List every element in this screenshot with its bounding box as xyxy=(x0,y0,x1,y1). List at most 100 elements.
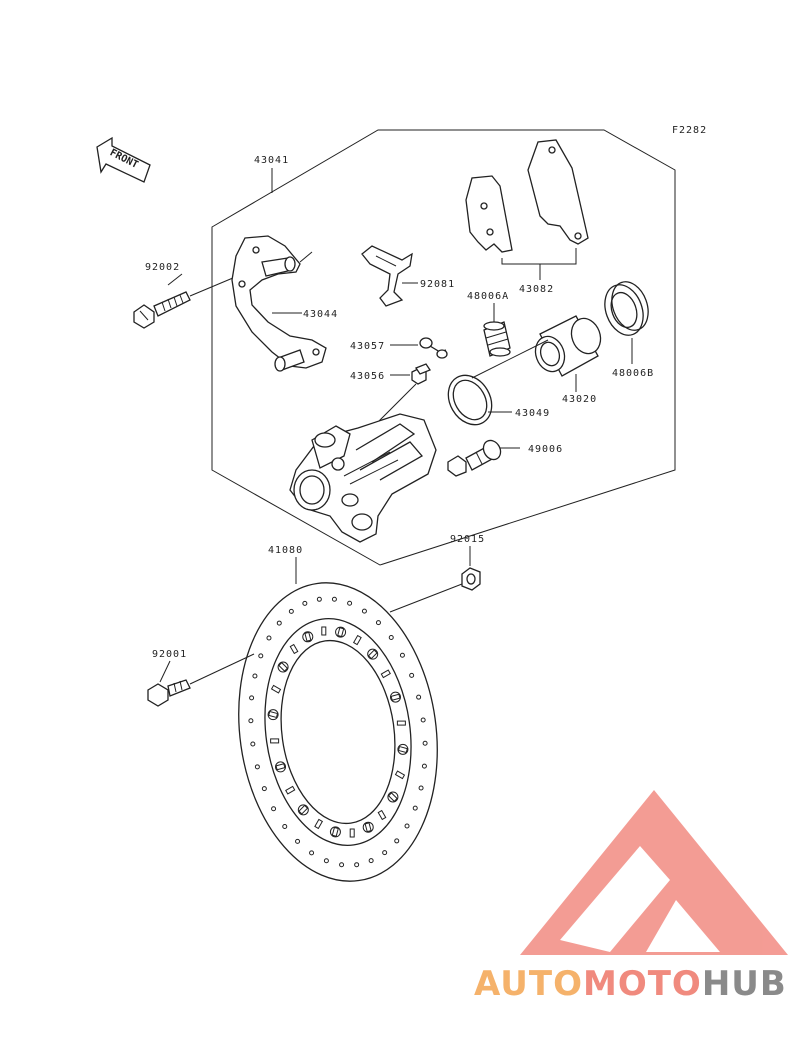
disc-slot xyxy=(387,792,398,803)
disc-hole xyxy=(422,740,428,746)
disc-hole xyxy=(258,653,264,659)
label-43041: 43041 xyxy=(254,155,289,166)
bolt-92002 xyxy=(133,274,241,329)
disc-hole xyxy=(266,635,272,641)
piston-seal-48006B xyxy=(604,281,649,336)
label-43044: 43044 xyxy=(303,309,338,320)
disc-slot xyxy=(270,738,280,744)
disc-slot xyxy=(304,631,312,642)
disc-hole xyxy=(249,695,255,701)
brake-pads-43082 xyxy=(465,139,589,253)
label-92002: 92002 xyxy=(145,262,180,273)
disc-hole xyxy=(323,858,329,864)
disc-hole xyxy=(261,786,267,792)
disc-hole xyxy=(394,838,400,844)
disc-hole xyxy=(250,741,256,747)
label-92001: 92001 xyxy=(152,649,187,660)
disc-slot xyxy=(321,626,327,636)
label-92081: 92081 xyxy=(420,279,455,290)
disc-slot xyxy=(364,822,372,833)
slide-pin-49006 xyxy=(447,439,502,477)
disc-hole xyxy=(276,620,282,626)
disc-hole xyxy=(354,862,360,868)
disc-slot xyxy=(394,770,406,780)
disc-slot xyxy=(298,804,309,815)
disc-hole xyxy=(409,672,415,678)
disc-hole xyxy=(418,785,424,791)
disc-slot xyxy=(314,818,324,830)
bracket-43044 xyxy=(231,235,327,372)
disc-hole xyxy=(252,673,258,679)
disc-slot xyxy=(377,809,387,821)
disc-holes xyxy=(248,596,428,868)
disc-hole xyxy=(404,823,410,829)
spring-clip-92081 xyxy=(361,245,413,307)
seal-43049 xyxy=(447,374,493,426)
disc-slot xyxy=(275,763,286,771)
disc-slot xyxy=(397,745,408,754)
label-43082: 43082 xyxy=(519,284,554,295)
disc-hole xyxy=(420,717,426,723)
disc-hole xyxy=(421,763,427,769)
disc-hole xyxy=(288,608,294,614)
disc-slot xyxy=(390,693,401,701)
disc-slot xyxy=(380,669,391,679)
disc-slot xyxy=(337,627,345,638)
disc-hole xyxy=(399,652,405,658)
disc-hole xyxy=(375,620,381,626)
label-49006: 49006 xyxy=(528,444,563,455)
disc-hole xyxy=(368,858,374,864)
piston-43020 xyxy=(534,315,602,377)
automotohub-logo-icon xyxy=(520,790,788,955)
disc-hole xyxy=(309,850,315,856)
disc-slot xyxy=(352,634,362,646)
disc-hole xyxy=(302,600,308,606)
disc-hole xyxy=(248,718,254,724)
disc-hole xyxy=(382,850,388,856)
bleeder-cap-43057 xyxy=(419,337,448,359)
label-43049: 43049 xyxy=(515,408,550,419)
bolt-92001 xyxy=(147,679,191,707)
disc-hole xyxy=(361,608,367,614)
disc-slot xyxy=(349,828,355,838)
disc-hole xyxy=(416,694,422,700)
disc-slot xyxy=(278,661,289,672)
figure-code: F2282 xyxy=(672,125,707,136)
disc-hole xyxy=(412,805,418,811)
brake-disc-41080 xyxy=(238,582,438,882)
watermark-moto: MOTO xyxy=(583,964,702,1004)
disc-hole xyxy=(282,823,288,829)
nut-92015 xyxy=(461,567,481,591)
disc-hole xyxy=(316,596,322,602)
caliper-body xyxy=(289,413,437,543)
disc-slot xyxy=(367,649,378,660)
label-92015: 92015 xyxy=(450,534,485,545)
label-41080: 41080 xyxy=(268,545,303,556)
label-48006A: 48006A xyxy=(467,291,509,302)
watermark-hub: HUB xyxy=(702,964,787,1004)
label-43056: 43056 xyxy=(350,371,385,382)
disc-hole xyxy=(271,806,277,812)
bleeder-valve-43056 xyxy=(411,363,431,385)
disc-hole xyxy=(388,635,394,641)
disc-hole xyxy=(254,764,260,770)
disc-hole xyxy=(347,600,353,606)
front-arrow-icon: FRONT xyxy=(96,136,151,183)
watermark-auto: AUTO xyxy=(474,964,583,1004)
watermark-text: AUTOMOTOHUB xyxy=(474,964,787,1004)
label-43020: 43020 xyxy=(562,394,597,405)
disc-slot xyxy=(331,826,339,837)
disc-slot xyxy=(268,710,279,719)
disc-slot xyxy=(270,684,282,694)
disc-hole xyxy=(331,596,337,602)
label-48006B: 48006B xyxy=(612,368,654,379)
label-43057: 43057 xyxy=(350,341,385,352)
disc-slot xyxy=(285,785,296,795)
dust-boot-48006A xyxy=(483,321,511,357)
disc-hole xyxy=(339,862,345,868)
disc-slot xyxy=(396,720,406,726)
caliper-assembly-outline xyxy=(211,129,676,566)
disc-hole xyxy=(295,838,301,844)
disc-slot xyxy=(289,643,299,655)
